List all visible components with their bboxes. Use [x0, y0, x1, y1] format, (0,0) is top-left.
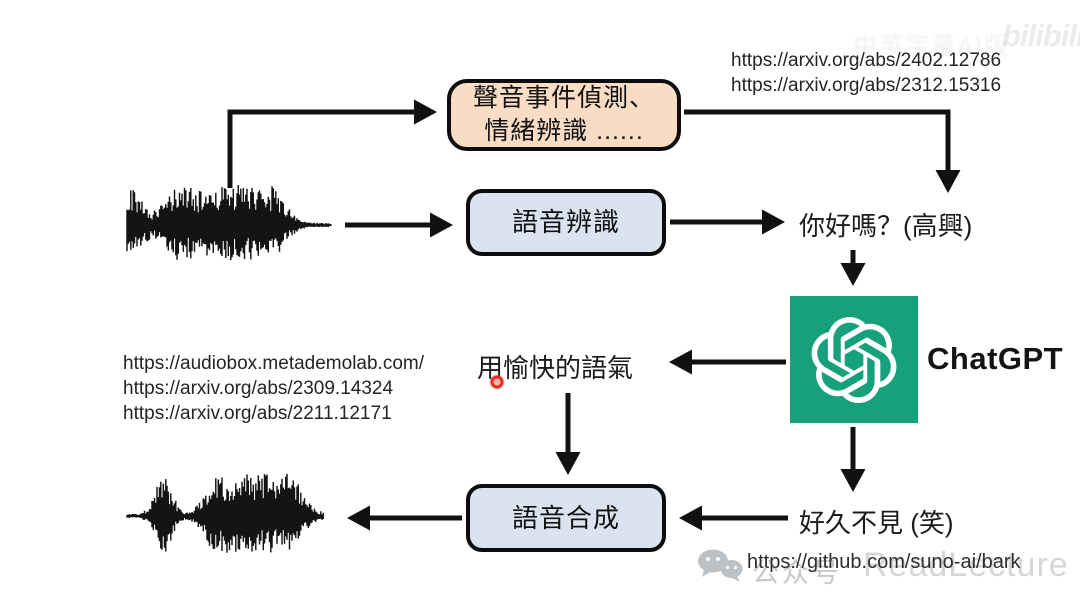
link: https://arxiv.org/abs/2312.15316: [731, 75, 1002, 96]
arrow-wave-to-event: [227, 99, 438, 188]
link: https://arxiv.org/abs/2309.14324: [123, 378, 394, 399]
node-label-line1: 聲音事件偵測、: [472, 84, 655, 112]
node-sound-event-detection: 聲音事件偵測、 情緒辨識 ......: [447, 79, 681, 151]
reference-links-left: https://audiobox.metademolab.com/ https:…: [123, 351, 424, 426]
node-label-line2: 情緒辨識 ......: [484, 117, 644, 145]
node-label: 語音合成: [511, 502, 620, 533]
channel-watermark: 中英字幕AI版: [853, 33, 1010, 60]
bilibili-logo: bilibili: [1002, 18, 1080, 53]
arrow-event-to-hello: [684, 109, 961, 194]
reference-link-bottom: https://github.com/suno-ai/bark: [747, 551, 1021, 573]
wechat-account-name: ReadLecture: [863, 546, 1069, 584]
reference-links-top: https://arxiv.org/abs/2402.12786 https:/…: [731, 48, 1001, 98]
text-hello-emotion: 你好嗎？(高興): [799, 211, 973, 241]
chatgpt-logo: [790, 296, 918, 423]
wechat-icon: [698, 549, 743, 582]
input-audio-waveform: [126, 185, 332, 261]
node-label: 語音辨識: [511, 207, 620, 237]
text-long-time-no-see: 好久不見 (笑): [799, 508, 954, 538]
output-audio-waveform: [126, 473, 324, 553]
link: https://arxiv.org/abs/2211.12171: [123, 403, 392, 424]
wechat-account-label: 公众号: [752, 558, 842, 588]
openai-icon: [811, 316, 897, 403]
laser-pointer-dot: [489, 374, 505, 390]
link: https://arxiv.org/abs/2402.12786: [731, 50, 1002, 71]
link: https://audiobox.metademolab.com/: [123, 353, 425, 374]
node-speech-synthesis: 語音合成: [466, 484, 666, 552]
node-speech-recognition: 語音辨識: [466, 189, 666, 256]
chatgpt-label: ChatGPT: [927, 341, 1064, 376]
